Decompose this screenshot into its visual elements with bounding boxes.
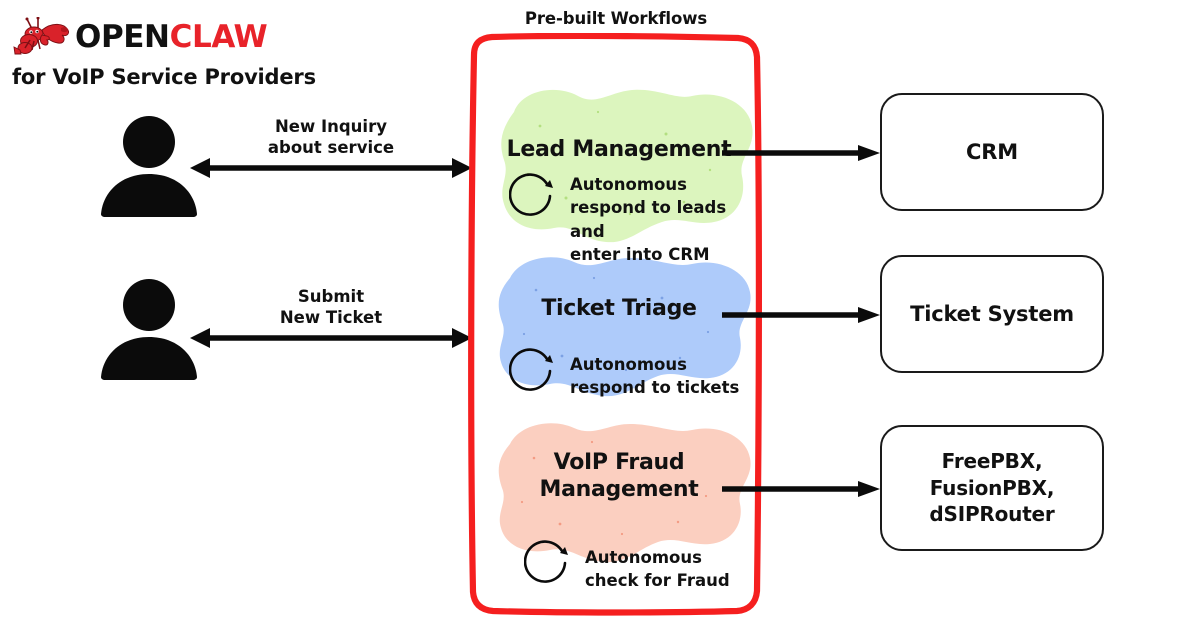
user-avatar-icon xyxy=(95,112,203,220)
right-arrow-to-ticket-system xyxy=(722,307,880,323)
logo-word-claw: CLAW xyxy=(169,18,268,55)
logo-row: OPENCLAW xyxy=(12,16,352,58)
workflow-description-lead-management: Autonomous respond to leads and enter in… xyxy=(570,175,727,265)
workflow-blob-ticket-triage xyxy=(470,252,760,404)
destination-box-pbx[interactable]: FreePBX, FusionPBX, dSIPRouter xyxy=(880,425,1104,551)
workflow-description-ticket-triage: Autonomous respond to tickets xyxy=(570,355,740,398)
workflows-panel-border xyxy=(466,33,764,617)
workflow-title-voip-fraud-management: VoIP Fraud Management xyxy=(539,450,699,502)
autonomous-loop-icon xyxy=(523,537,580,593)
double-headed-arrow xyxy=(190,155,472,181)
double-headed-arrow xyxy=(190,325,472,351)
workflow-blob-voip-fraud-management xyxy=(470,418,760,570)
workflow-blob-lead-management xyxy=(470,82,760,260)
destination-box-crm[interactable]: CRM xyxy=(880,93,1104,211)
workflow-title-ticket-triage: Ticket Triage xyxy=(541,296,697,321)
flow-label-submit-new-ticket: Submit New Ticket xyxy=(279,287,383,328)
workflow-title-lead-management: Lead Management xyxy=(506,137,732,162)
destination-box-ticket-system[interactable]: Ticket System xyxy=(880,255,1104,373)
right-arrow-to-pbx xyxy=(722,481,880,497)
workflow-description-voip-fraud-management: Autonomous check for Fraud xyxy=(585,548,730,591)
crawfish-mascot-icon xyxy=(12,16,74,57)
logo-wordmark: OPENCLAW xyxy=(75,18,268,55)
user-avatar-icon xyxy=(95,275,203,383)
brand-lockup: OPENCLAW for VoIP Service Providers xyxy=(12,16,352,92)
autonomous-loop-icon xyxy=(508,345,565,401)
brand-tagline: for VoIP Service Providers xyxy=(12,65,316,89)
workflows-panel-title: Pre-built Workflows xyxy=(524,9,708,28)
flow-label-new-inquiry: New Inquiry about service xyxy=(267,117,395,158)
autonomous-loop-icon xyxy=(508,170,565,226)
right-arrow-to-crm xyxy=(722,145,880,161)
logo-word-open: OPEN xyxy=(75,18,170,55)
